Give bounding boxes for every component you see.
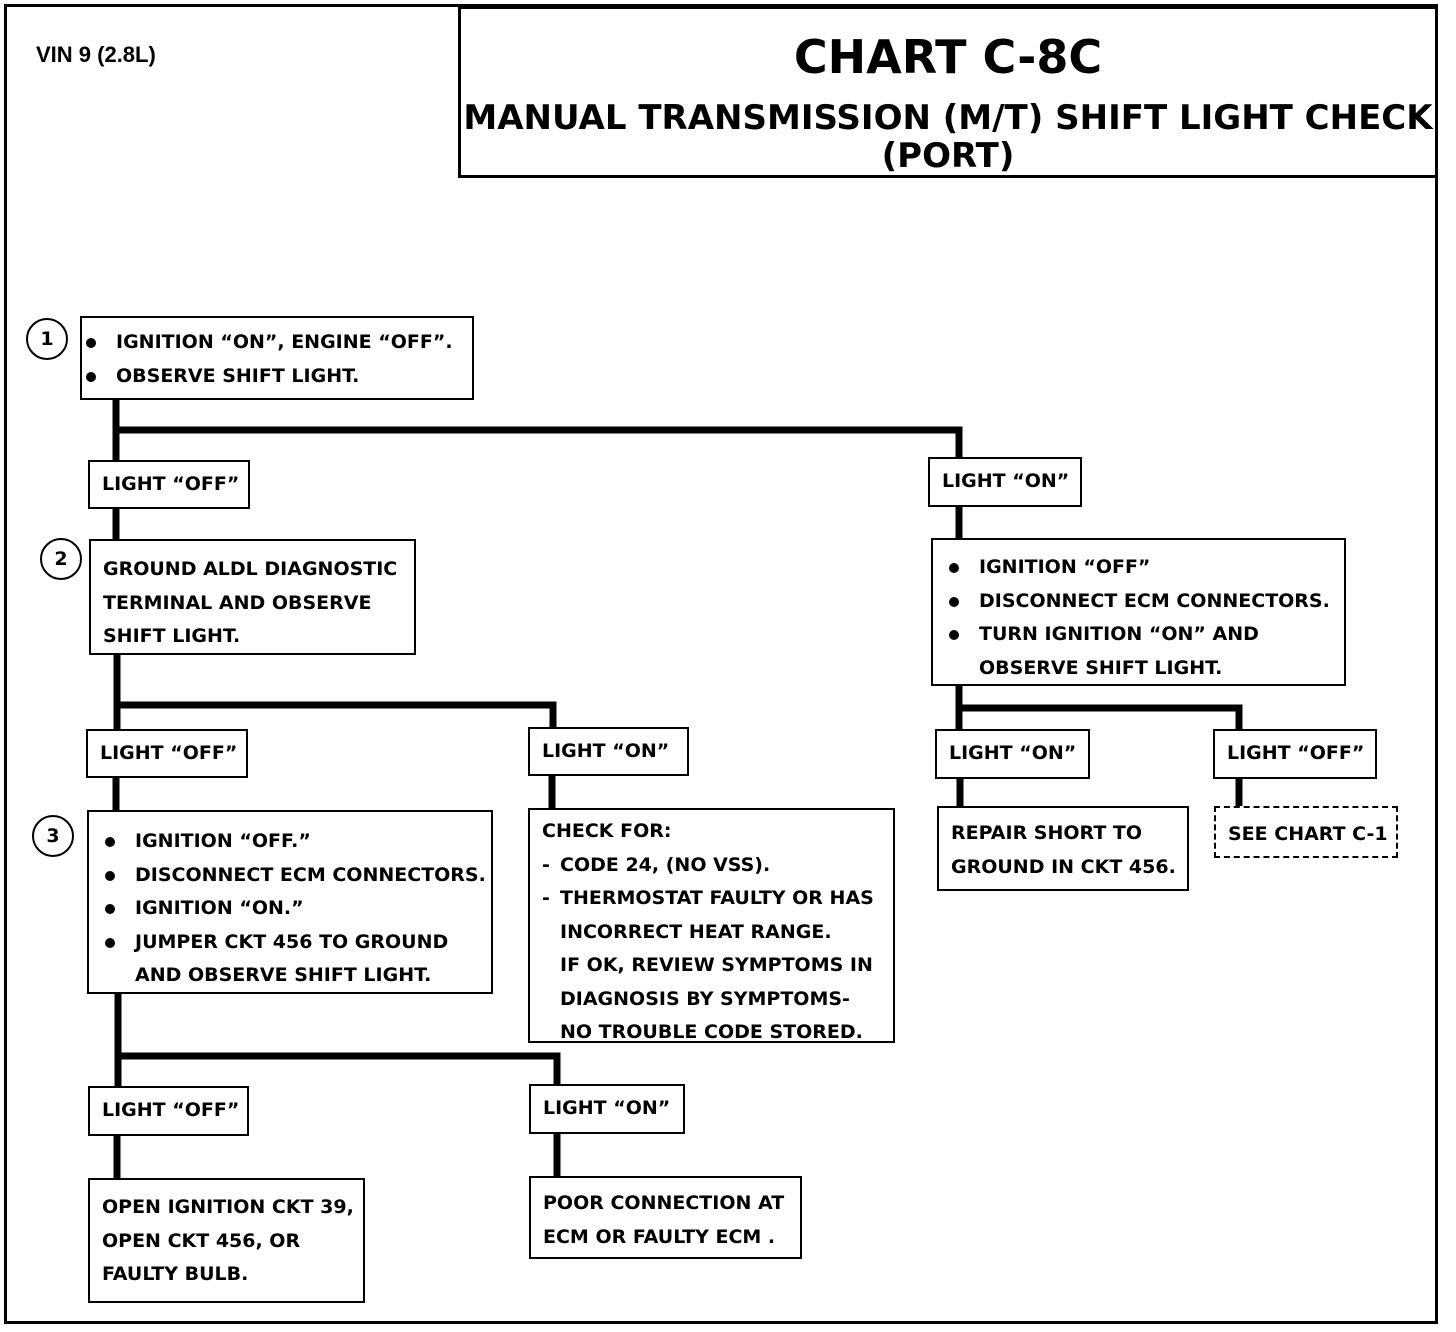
step-2-box: GROUND ALDL DIAGNOSTIC TERMINAL AND OBSE… <box>89 539 416 655</box>
step-1-item: IGNITION “ON”, ENGINE “OFF”. <box>82 326 472 360</box>
light-off-label: LIGHT “OFF” <box>1213 729 1377 779</box>
right-check-continuation: OBSERVE SHIFT LIGHT. <box>979 656 1223 679</box>
step-3-item: IGNITION “OFF.” <box>101 825 491 859</box>
light-off-label: LIGHT “OFF” <box>86 729 248 778</box>
step-3-item: IGNITION “ON.” <box>101 892 491 926</box>
vin-label: VIN 9 (2.8L) <box>36 42 156 67</box>
subtitle-line-2: (PORT) <box>881 136 1015 176</box>
check-for-note: IF OK, REVIEW SYMPTOMS IN <box>560 954 873 976</box>
step-1-marker: 1 <box>26 318 68 360</box>
open-circuit-line: OPEN CKT 456, OR <box>102 1229 301 1252</box>
repair-line: GROUND IN CKT 456. <box>951 855 1176 878</box>
poor-connection-box: POOR CONNECTION AT ECM OR FAULTY ECM . <box>529 1176 802 1259</box>
page-frame <box>4 4 1438 1324</box>
light-on-label: LIGHT “ON” <box>528 727 689 776</box>
light-on-label: LIGHT “ON” <box>928 457 1082 507</box>
step-2-line: SHIFT LIGHT. <box>103 625 241 647</box>
repair-line: REPAIR SHORT TO <box>951 822 1143 844</box>
check-for-box: CHECK FOR: CODE 24, (NO VSS). THERMOSTAT… <box>528 808 895 1043</box>
step-2-marker: 2 <box>40 538 82 580</box>
step-3-item: JUMPER CKT 456 TO GROUND <box>101 926 491 960</box>
light-on-label: LIGHT “ON” <box>935 729 1090 779</box>
step-2-line: TERMINAL AND OBSERVE <box>103 591 372 614</box>
step-3-marker: 3 <box>32 815 74 857</box>
subtitle-line-1: MANUAL TRANSMISSION (M/T) SHIFT LIGHT CH… <box>463 98 1433 138</box>
poor-connection-line: POOR CONNECTION AT <box>543 1192 785 1214</box>
step-3-continuation: AND OBSERVE SHIFT LIGHT. <box>135 964 432 986</box>
step-3-item: DISCONNECT ECM CONNECTORS. <box>101 859 491 893</box>
check-for-item: CODE 24, (NO VSS). <box>542 849 893 883</box>
chart-subtitle: MANUAL TRANSMISSION (M/T) SHIFT LIGHT CH… <box>461 99 1435 175</box>
open-circuit-box: OPEN IGNITION CKT 39, OPEN CKT 456, OR F… <box>88 1178 365 1303</box>
title-box: CHART C-8C MANUAL TRANSMISSION (M/T) SHI… <box>458 6 1438 178</box>
open-circuit-line: OPEN IGNITION CKT 39, <box>102 1196 354 1218</box>
right-check-box: IGNITION “OFF” DISCONNECT ECM CONNECTORS… <box>931 538 1346 686</box>
right-check-item: IGNITION “OFF” <box>945 551 1344 585</box>
step-1-box: IGNITION “ON”, ENGINE “OFF”. OBSERVE SHI… <box>80 316 474 400</box>
step-2-line: GROUND ALDL DIAGNOSTIC <box>103 558 398 580</box>
open-circuit-line: FAULTY BULB. <box>102 1263 249 1285</box>
chart-title: CHART C-8C <box>793 30 1103 84</box>
see-chart-text: SEE CHART C-1 <box>1228 823 1388 845</box>
light-on-label: LIGHT “ON” <box>529 1084 685 1134</box>
light-off-label: LIGHT “OFF” <box>88 460 250 509</box>
check-for-item: THERMOSTAT FAULTY OR HAS <box>542 882 893 916</box>
check-for-note: DIAGNOSIS BY SYMPTOMS- <box>560 987 850 1010</box>
see-chart-box: SEE CHART C-1 <box>1214 806 1398 858</box>
repair-short-box: REPAIR SHORT TO GROUND IN CKT 456. <box>937 806 1189 891</box>
check-for-note: NO TROUBLE CODE STORED. <box>560 1021 863 1043</box>
check-for-item-continuation: INCORRECT HEAT RANGE. <box>560 920 832 943</box>
check-for-heading: CHECK FOR: <box>542 820 672 842</box>
step-1-item: OBSERVE SHIFT LIGHT. <box>82 360 472 394</box>
poor-connection-line: ECM OR FAULTY ECM . <box>543 1225 776 1248</box>
light-off-label: LIGHT “OFF” <box>88 1086 249 1136</box>
right-check-item: TURN IGNITION “ON” AND <box>945 618 1344 652</box>
step-3-box: IGNITION “OFF.” DISCONNECT ECM CONNECTOR… <box>87 810 493 994</box>
right-check-item: DISCONNECT ECM CONNECTORS. <box>945 585 1344 619</box>
